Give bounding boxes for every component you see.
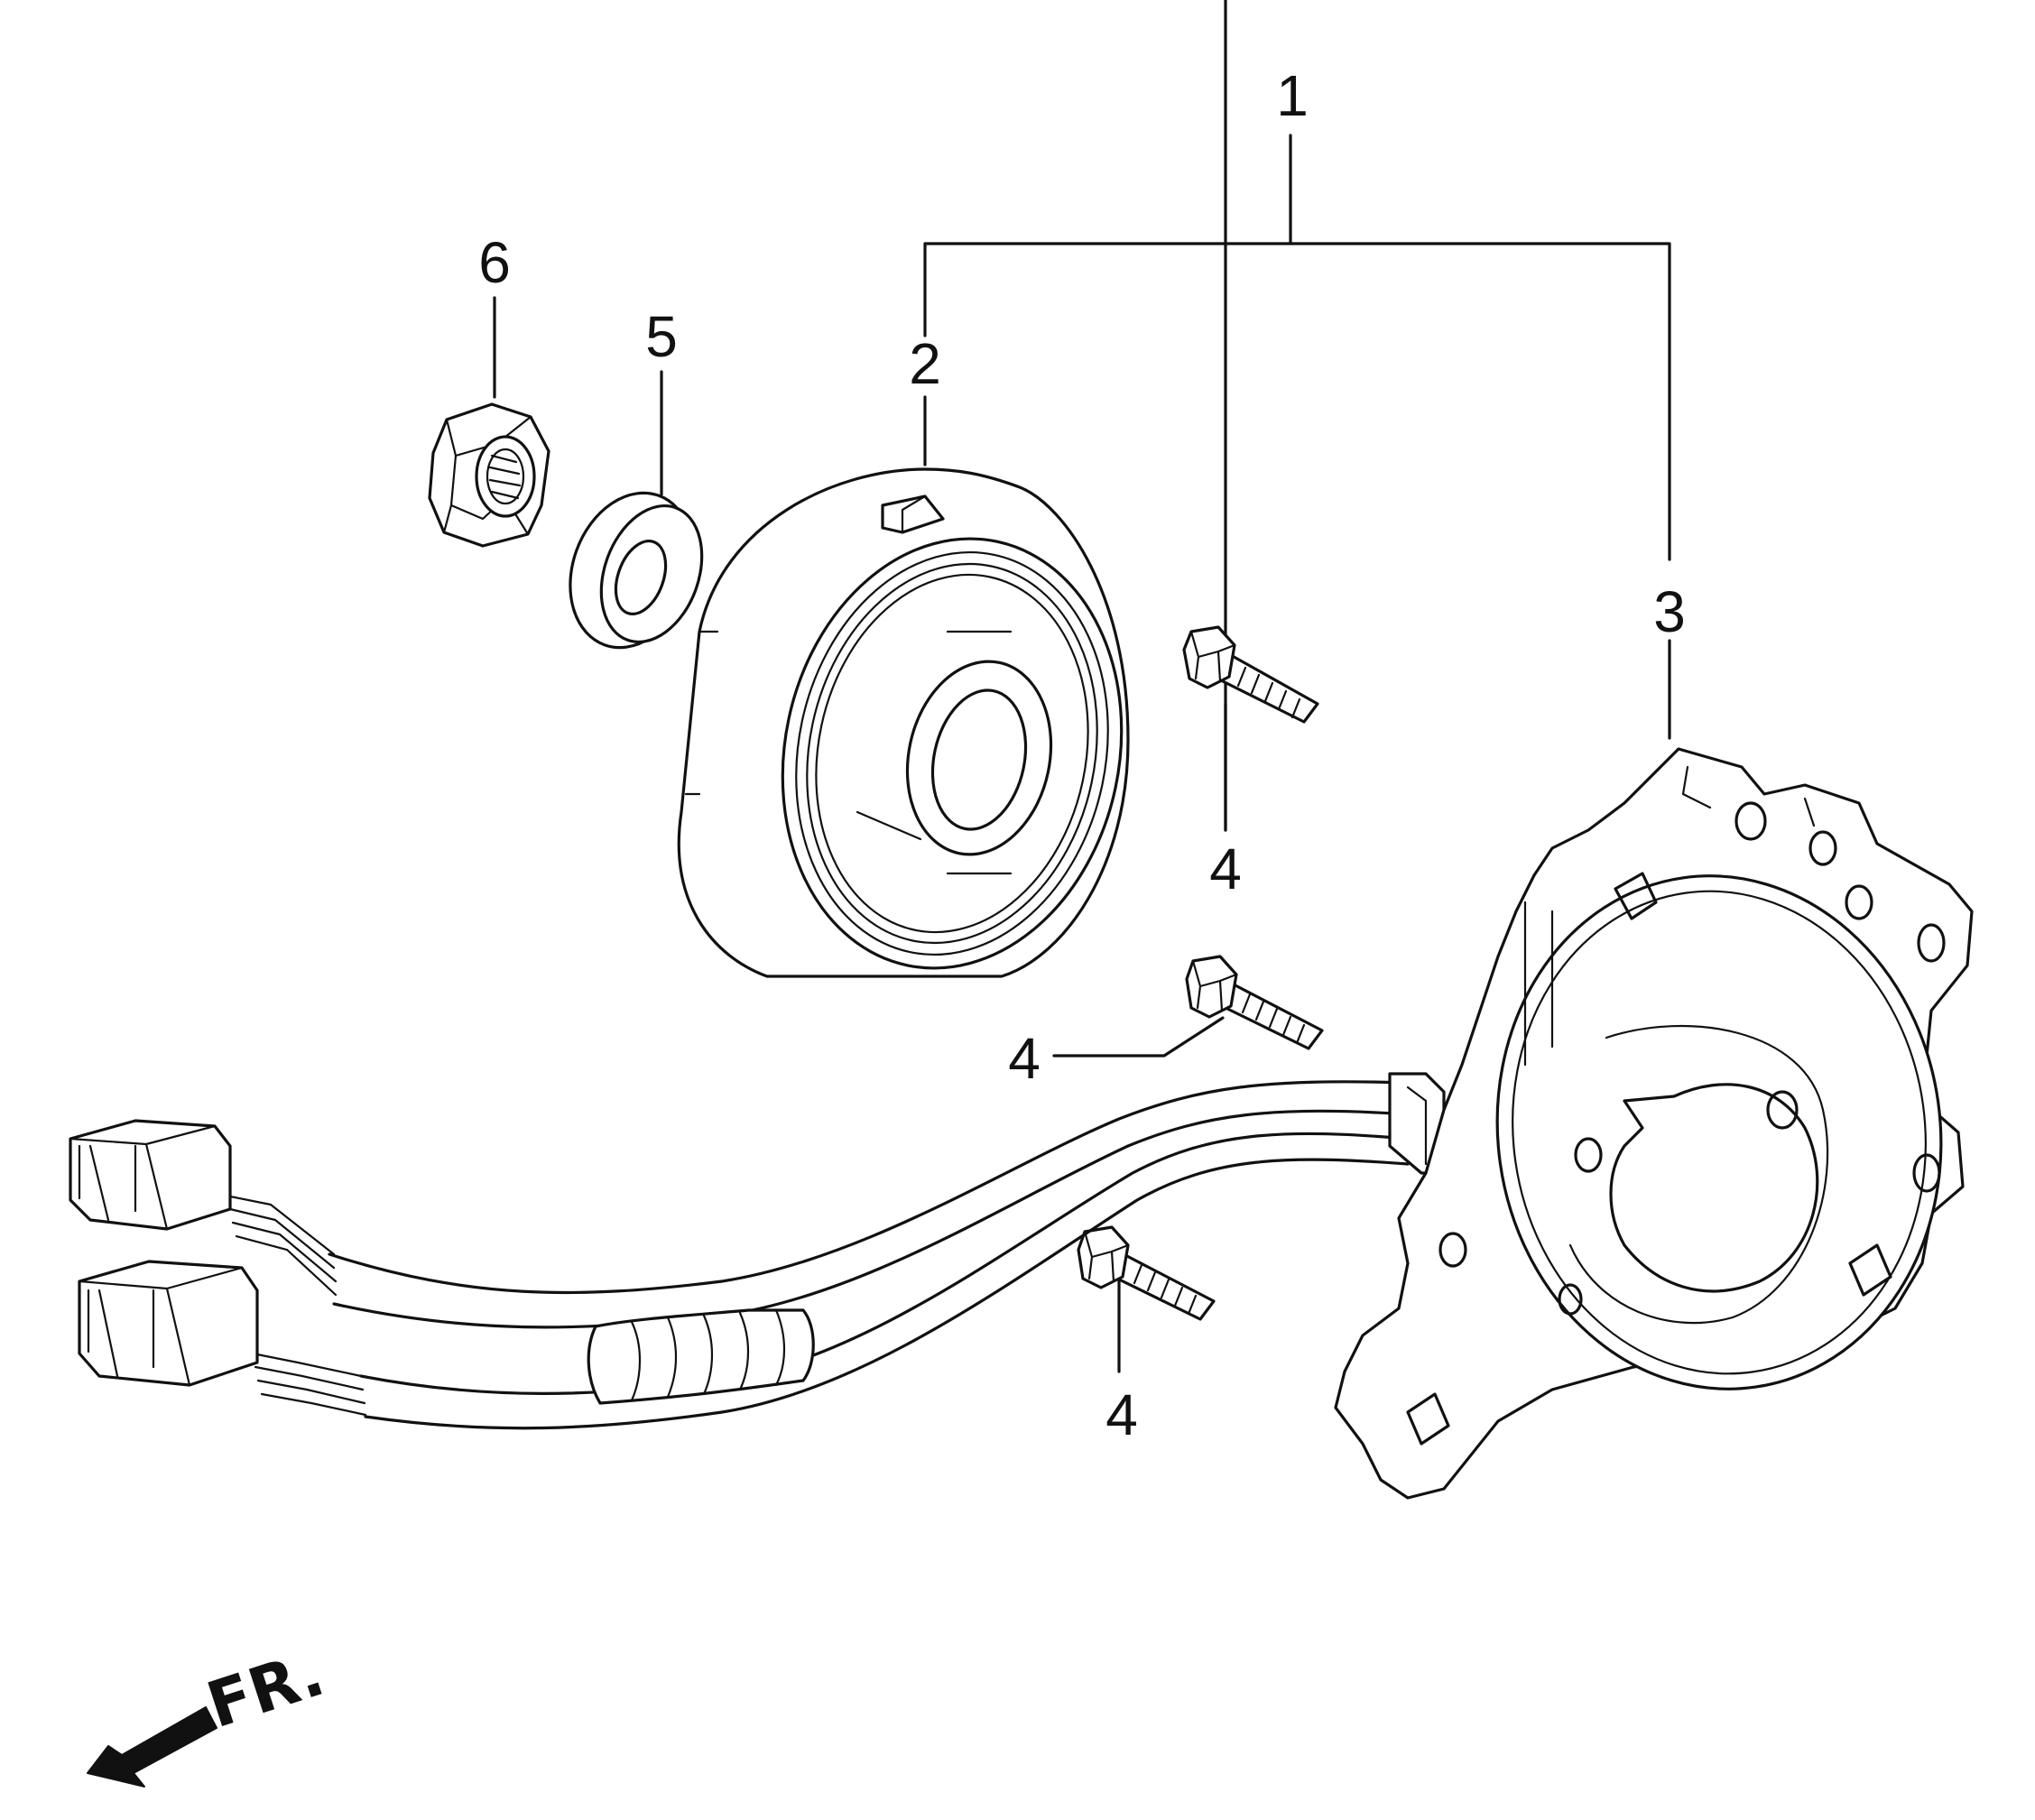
wiring-harness-part [224,1072,1446,1430]
bolt-upper-part [1182,625,1319,724]
callout-stator: 3 [1653,579,1686,644]
callout-labels: 1 2 3 4 4 4 5 6 [478,63,1686,1447]
assembly-bracket-line [923,134,1671,561]
bolt-middle-part [1185,955,1324,1050]
front-direction-marker: FR. [87,1636,333,1788]
callout-washer: 5 [645,304,678,369]
front-direction-arrow-icon [87,1706,217,1788]
callout-bolt-middle: 4 [1008,1026,1041,1091]
washer-part [569,491,704,650]
coupler-lower-part [78,1260,259,1387]
front-direction-label: FR. [199,1636,333,1742]
coupler-upper-part [69,1119,232,1231]
callout-nut: 6 [478,230,511,295]
callout-bolt-upper: 4 [1209,836,1242,901]
callout-bolt-lower: 4 [1105,1382,1138,1447]
bolt-lower-part [1077,1225,1216,1321]
leader-lines [493,0,1671,1373]
stator-plate-part [1334,747,1974,1500]
callout-assembly: 1 [1276,63,1309,128]
hex-nut-part [428,402,550,548]
callout-rotor: 2 [909,331,941,396]
flywheel-rotor-part [677,467,1130,978]
bolt-middle-leader-line [1052,1016,1225,1058]
